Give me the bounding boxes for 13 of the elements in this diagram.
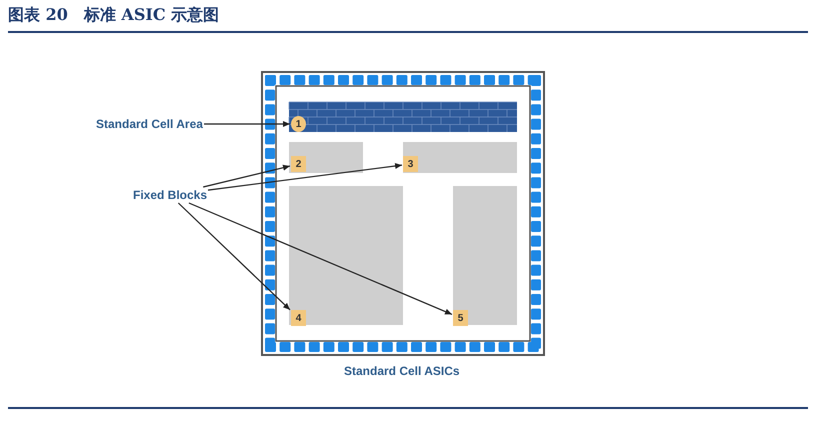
leader-arrow — [188, 202, 452, 315]
leader-arrow — [203, 164, 290, 188]
callout-number: 5 — [453, 310, 468, 326]
leader-arrow — [178, 202, 290, 310]
figure-caption: Standard Cell ASICs — [344, 364, 460, 378]
callout-number: 3 — [403, 156, 418, 172]
leader-arrow — [208, 163, 402, 191]
callout-number: 4 — [291, 310, 306, 326]
callout-label: Fixed Blocks — [133, 188, 208, 202]
callout-label: Standard Cell Area — [96, 117, 203, 131]
figure-title: 图表 20 标准 ASIC 示意图 — [8, 5, 220, 26]
leader-arrow — [204, 121, 290, 127]
callout-number: 2 — [291, 156, 306, 172]
